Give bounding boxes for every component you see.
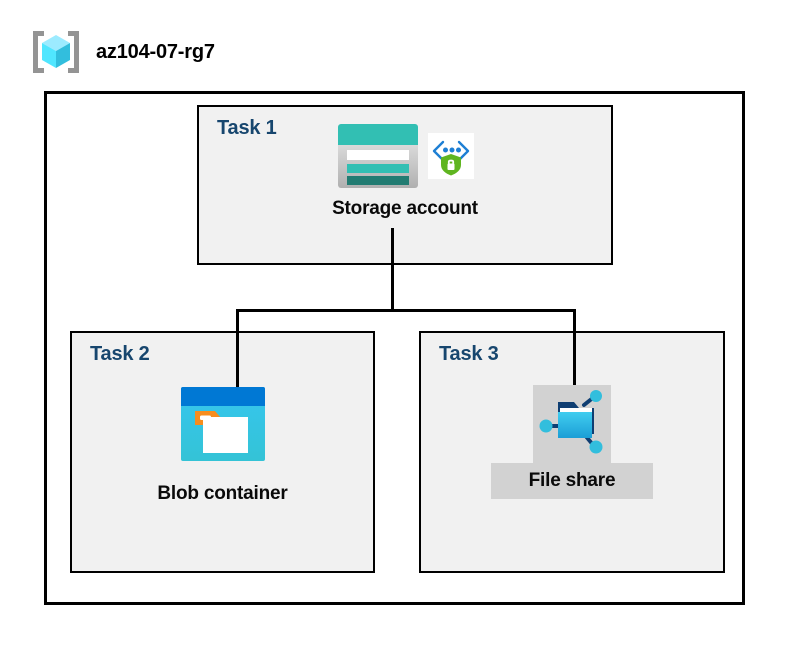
file-share-icon: [536, 388, 608, 460]
file-share-caption-highlight: File share: [490, 463, 654, 499]
file-share-selection-highlight: [533, 385, 611, 463]
azure-resource-group-icon: [30, 28, 82, 76]
node-storage-account[interactable]: Storage account: [197, 120, 613, 220]
node-caption-blob-container: Blob container: [157, 483, 288, 504]
connector-drop-blob: [236, 309, 239, 388]
storage-account-icon-group: [336, 120, 474, 192]
connector-storage-stem: [391, 228, 394, 312]
task-label-task3: Task 3: [439, 343, 499, 365]
connector-drop-file-share: [573, 309, 576, 388]
node-file-share[interactable]: File share: [419, 385, 725, 499]
blob-container-icon: [179, 385, 267, 463]
node-caption-storage-account: Storage account: [332, 198, 478, 219]
resource-group-name: az104-07-rg7: [96, 40, 215, 63]
resource-group-header: az104-07-rg7: [30, 28, 215, 76]
task-label-task1: Task 1: [217, 117, 277, 139]
node-caption-file-share: File share: [528, 470, 616, 491]
task-label-task2: Task 2: [90, 343, 150, 365]
node-blob-container[interactable]: Blob container: [70, 385, 375, 505]
connector-horizontal-bus: [236, 309, 576, 312]
storage-account-icon: [336, 122, 420, 190]
secure-endpoint-shield-icon: [428, 133, 474, 179]
